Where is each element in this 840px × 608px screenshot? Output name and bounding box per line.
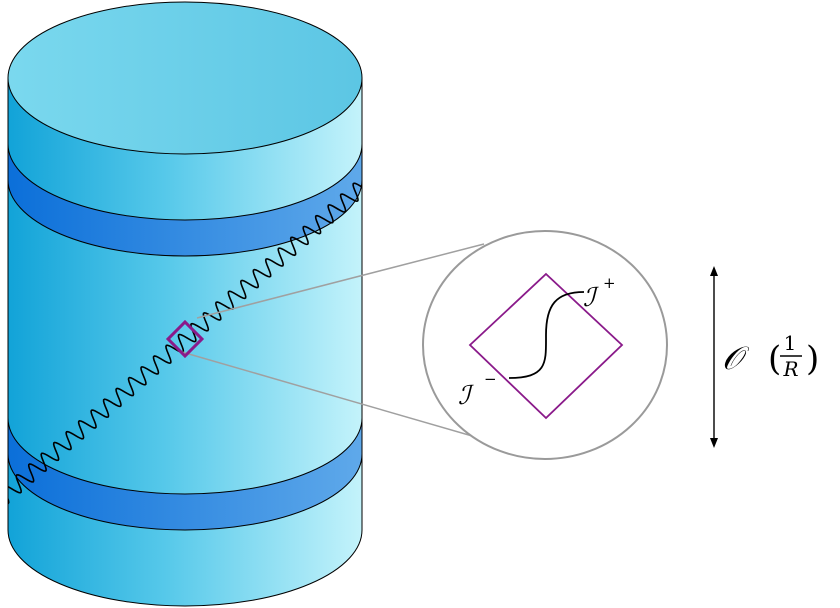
lower-band-edge-bottom: [7, 453, 363, 531]
small-diamond: [165, 319, 205, 359]
zoom-circle: ℐ + ℐ −: [422, 230, 668, 460]
upper-band-edge-bottom: [7, 179, 363, 257]
zoom-line-lower: [181, 351, 487, 441]
scale-label: 𝒪 ( 1 R ): [722, 331, 819, 381]
cylinder-top-cap: [7, 1, 363, 155]
scale-numerator: 1: [784, 331, 797, 355]
scri-minus-label: ℐ: [458, 381, 474, 411]
wavy-line-icon: [8, 171, 362, 505]
double-headed-arrow-icon: [710, 266, 718, 448]
zoom-curve: [508, 291, 585, 379]
scri-plus-sup: +: [603, 274, 616, 292]
scri-plus-label: ℐ: [583, 283, 599, 313]
scri-minus-sup: −: [484, 370, 497, 388]
scale-open-paren: (: [768, 339, 781, 379]
upper-band-edge-top: [7, 143, 363, 221]
zoom-line-upper: [196, 243, 485, 319]
scale-close-paren: ): [806, 339, 819, 379]
zoom-circle-ring: [422, 230, 668, 460]
cylinder: [7, 1, 363, 607]
lower-band-edge-top: [7, 417, 363, 495]
scale-denominator: R: [782, 357, 798, 381]
upper-band: [8, 144, 362, 256]
scri-minus-symbol: ℐ: [458, 381, 474, 411]
scri-plus-symbol: ℐ: [583, 283, 599, 313]
zoom-diamond: [468, 272, 624, 420]
scale-calligraphic: 𝒪: [722, 339, 750, 377]
lower-band: [8, 418, 362, 530]
